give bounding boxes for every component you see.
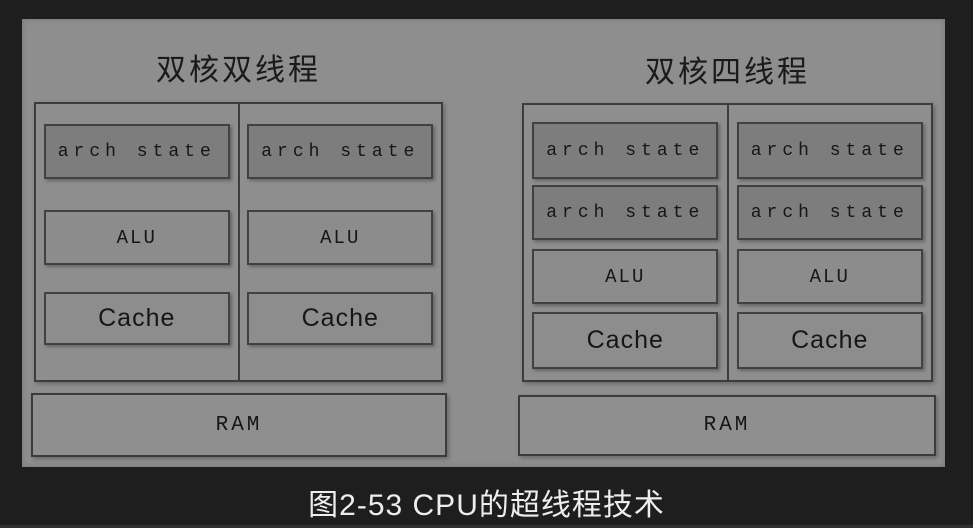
diagram-panel: 双核双线程 双核四线程 arch state ALU Cache arch st… (22, 19, 945, 467)
right-cpu-core-1: arch state arch state ALU Cache (524, 105, 727, 380)
dual-core-dual-thread-cpu: arch state ALU Cache arch state ALU Cach… (34, 102, 443, 382)
left-cpu-core-2: arch state ALU Cache (237, 104, 442, 380)
arch-state-box: arch state (532, 122, 719, 179)
arch-state-box: arch state (736, 122, 923, 179)
cache-box: Cache (736, 312, 923, 369)
arch-state-box: arch state (532, 185, 719, 240)
alu-box: ALU (532, 249, 719, 304)
alu-box: ALU (736, 249, 923, 304)
dual-core-quad-thread-cpu: arch state arch state ALU Cache arch sta… (522, 103, 933, 382)
cache-box: Cache (532, 312, 719, 369)
right-cpu-core-2: arch state arch state ALU Cache (726, 105, 932, 380)
arch-state-box: arch state (43, 124, 230, 179)
left-ram-box: RAM (31, 393, 447, 457)
figure-caption: 图2-53 CPU的超线程技术 (308, 489, 665, 522)
right-ram-box: RAM (518, 395, 936, 456)
alu-box: ALU (43, 210, 230, 265)
arch-state-box: arch state (247, 124, 434, 179)
alu-box: ALU (247, 210, 434, 265)
right-diagram-title: 双核四线程 (645, 56, 810, 89)
left-diagram-title: 双核双线程 (156, 54, 321, 87)
cache-box: Cache (43, 292, 230, 345)
left-cpu-core-1: arch state ALU Cache (36, 104, 238, 380)
cache-box: Cache (247, 292, 434, 345)
arch-state-box: arch state (736, 185, 923, 240)
bottom-divider (0, 525, 973, 528)
